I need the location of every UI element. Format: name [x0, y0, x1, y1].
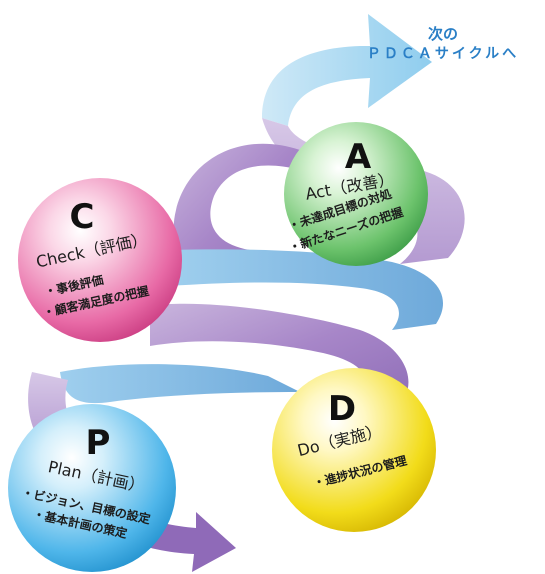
ribbon-band-purple-1	[173, 143, 300, 278]
act-ball: A Act（改善） ・未達成目標の対処 ・新たなニーズの把握	[284, 122, 428, 266]
ribbon-band-blue-2	[60, 364, 300, 404]
do-sphere	[272, 368, 436, 532]
act-letter: A	[345, 137, 372, 177]
plan-ball: P Plan（計画） ・ビジョン、目標の設定 ・基本計画の策定	[8, 404, 176, 572]
check-ball: C Check（評価） ・事後評価 ・顧客満足度の把握	[18, 178, 182, 342]
ribbon-band-blue-1	[170, 249, 444, 330]
plan-letter: P	[86, 423, 111, 463]
check-sphere	[18, 178, 182, 342]
next-cycle-line-2: ＰＤＣＡサイクルへ	[366, 46, 520, 62]
next-cycle-label: 次の ＰＤＣＡサイクルへ	[348, 24, 538, 64]
ribbon-band-purple-2	[150, 303, 409, 408]
act-sphere	[284, 122, 428, 266]
do-ball: D Do（実施） ・進捗状況の管理	[272, 368, 436, 532]
next-cycle-line-1: 次の	[427, 25, 458, 43]
ribbon-top-arrow	[262, 14, 432, 126]
check-letter: C	[70, 197, 95, 237]
do-letter: D	[328, 389, 356, 429]
plan-sphere	[8, 404, 176, 572]
